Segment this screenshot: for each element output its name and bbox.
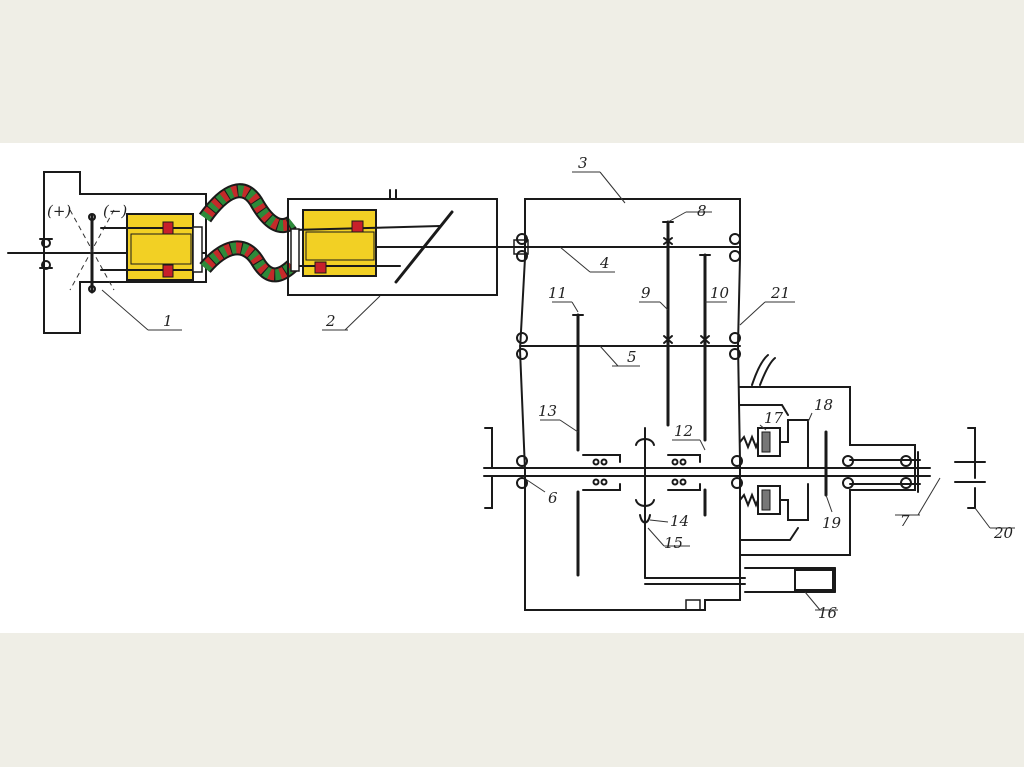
label-5: 5 (627, 348, 637, 366)
label-10: 10 (710, 284, 730, 302)
label-17: 17 (764, 409, 784, 427)
friction-clutch (739, 404, 828, 541)
motor-unit-2 (287, 189, 531, 296)
label-16: 16 (818, 604, 838, 622)
minus-terminal-label: (−) (103, 202, 127, 220)
label-18: 18 (814, 396, 833, 414)
plus-terminal-label: (+) (47, 202, 71, 220)
slide-bottom-margin (0, 633, 1024, 767)
piston (351, 220, 364, 233)
label-3: 3 (578, 154, 588, 172)
output-flange-20 (484, 427, 986, 509)
piston (162, 264, 174, 278)
piston (162, 221, 174, 235)
label-4: 4 (599, 254, 610, 272)
label-20: 20 (993, 524, 1014, 542)
label-6: 6 (548, 489, 558, 507)
label-7: 7 (900, 512, 910, 530)
label-19: 19 (822, 514, 842, 532)
label-2: 2 (325, 312, 336, 330)
leader-lines (101, 171, 1015, 611)
bearings (513, 233, 912, 489)
hydraulic-hoses (198, 183, 298, 283)
cylinder-16 (794, 569, 834, 591)
slide-top-margin (0, 0, 1024, 143)
shafts (483, 246, 931, 485)
label-21: 21 (770, 284, 790, 302)
piston (314, 261, 327, 274)
label-8: 8 (697, 202, 707, 220)
gears (572, 220, 711, 579)
label-12: 12 (674, 422, 693, 440)
label-15: 15 (664, 534, 683, 552)
label-9: 9 (641, 284, 651, 302)
label-11: 11 (548, 284, 567, 302)
label-1: 1 (163, 312, 173, 330)
pump-unit-1: (+) (−) (7, 171, 207, 334)
label-14: 14 (670, 512, 689, 530)
component-labels: 1 2 3 4 5 6 7 8 9 10 11 12 13 14 15 16 1… (163, 154, 1014, 622)
label-13: 13 (538, 402, 557, 420)
